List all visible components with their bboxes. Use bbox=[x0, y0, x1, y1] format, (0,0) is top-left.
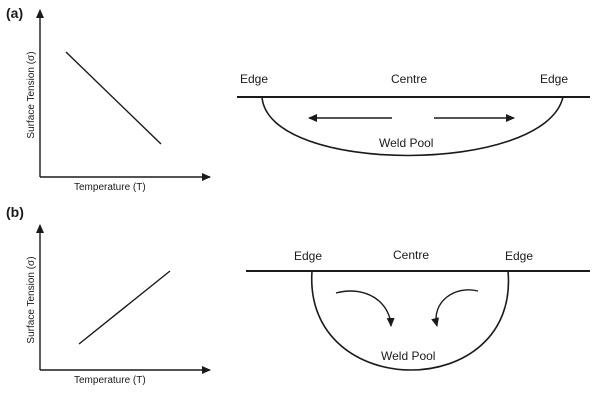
graph-b bbox=[40, 225, 210, 370]
centre-label-b: Centre bbox=[393, 249, 429, 261]
edge-label-a-left: Edge bbox=[240, 73, 268, 85]
panel-label-b: (b) bbox=[6, 205, 24, 219]
graph-b-trend-line bbox=[79, 271, 170, 344]
edge-label-b-left: Edge bbox=[294, 250, 322, 262]
flow-arrow-curved-right bbox=[436, 290, 478, 326]
panel-label-a: (a) bbox=[6, 6, 23, 20]
weld-pool-label-a: Weld Pool bbox=[379, 137, 433, 149]
graph-a-x-axis-label: Temperature (T) bbox=[74, 183, 146, 193]
graph-a bbox=[40, 10, 210, 177]
flow-arrow-curved-left bbox=[336, 291, 391, 326]
weld-pool-label-b: Weld Pool bbox=[381, 350, 435, 362]
edge-label-b-right: Edge bbox=[505, 250, 533, 262]
graph-a-y-axis-label: Surface Tension (σ) bbox=[27, 45, 37, 145]
graph-b-y-axis-label: Surface Tension (σ) bbox=[27, 250, 37, 350]
graph-b-x-axis-label: Temperature (T) bbox=[74, 376, 146, 386]
graph-a-trend-line bbox=[66, 52, 161, 144]
edge-label-a-right: Edge bbox=[540, 73, 568, 85]
centre-label-a: Centre bbox=[391, 73, 427, 85]
